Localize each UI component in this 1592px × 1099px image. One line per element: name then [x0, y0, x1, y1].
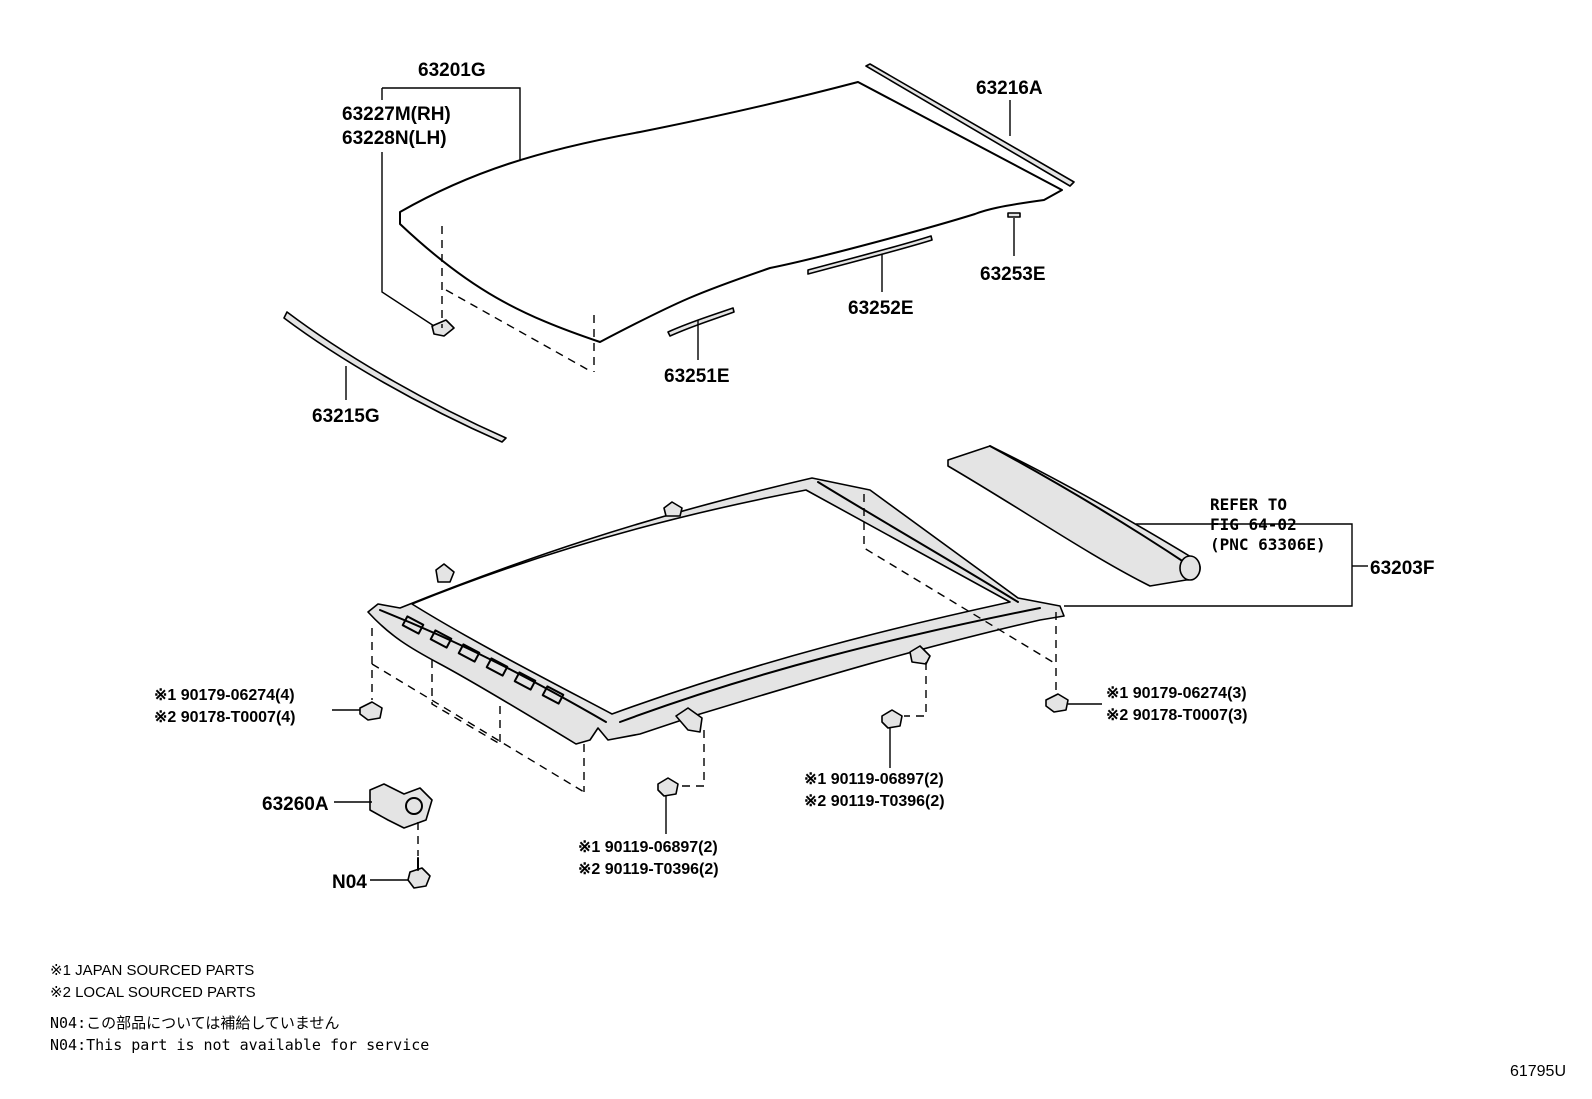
seal-clip [1007, 212, 1021, 218]
guide-dash [863, 494, 1057, 665]
label-63227M: 63227M(RH) [342, 104, 451, 125]
note-local-sourced: ※2 LOCAL SOURCED PARTS [50, 984, 256, 1001]
label-low-nut-2: ※2 90119-T0396(2) [578, 861, 719, 878]
label-low-nut-1: ※1 90119-06897(2) [578, 839, 718, 856]
label-refer-pnc: (PNC 63306E) [1210, 535, 1326, 554]
motor-gear [405, 797, 423, 815]
guide-dash [678, 730, 705, 787]
bolt-left [359, 701, 383, 721]
note-n04-japanese: N04:この部品については補給していません [50, 1014, 340, 1032]
label-N04: N04 [332, 872, 367, 893]
figure-code: 61795U [1509, 1063, 1566, 1080]
label-right-bolt-2: ※2 90178-T0007(3) [1106, 707, 1248, 724]
sunroof-motor [369, 783, 433, 829]
footnotes: ※1 JAPAN SOURCED PARTS ※2 LOCAL SOURCED … [50, 960, 429, 1056]
label-63228N: 63228N(LH) [342, 128, 447, 149]
guide-dash [904, 662, 927, 717]
frame-rear-rail [817, 481, 1019, 603]
label-63253E: 63253E [980, 264, 1046, 285]
leader-63227M [381, 152, 435, 327]
guide-dash [431, 660, 501, 745]
label-63216A: 63216A [976, 78, 1043, 99]
nut-low [657, 777, 679, 797]
label-refer-fig: FIG 64-02 [1210, 515, 1297, 534]
label-refer-to: REFER TO [1210, 495, 1287, 514]
frame-bracket [909, 645, 931, 665]
label-63203F: 63203F [1370, 558, 1434, 579]
sunshade-roller-end [1179, 555, 1201, 581]
label-mid-nut-1: ※1 90119-06897(2) [804, 771, 944, 788]
label-63260A: 63260A [262, 794, 329, 815]
glass-clip [431, 319, 455, 337]
bolt-right [1045, 693, 1069, 713]
nut-mid [881, 709, 903, 729]
frame-bracket [675, 707, 703, 733]
frame-slots [401, 615, 565, 705]
leader-63201G [382, 87, 521, 160]
sunroof-glass-panel [399, 81, 1063, 343]
sunshade-roller [947, 445, 1201, 587]
label-63201G: 63201G [418, 60, 486, 81]
front-weatherstrip [283, 311, 507, 443]
leader-63203F [1064, 523, 1353, 607]
frame-side-rail [619, 607, 1041, 723]
label-left-bolt-2: ※2 90178-T0007(4) [154, 709, 296, 726]
screw-n04 [407, 867, 431, 889]
label-left-bolt-1: ※1 90179-06274(4) [154, 687, 295, 704]
small-seal-strip [667, 307, 735, 337]
label-right-bolt-1: ※1 90179-06274(3) [1106, 685, 1247, 702]
rear-weatherstrip [865, 63, 1075, 187]
sunshade-roller-edge [989, 445, 1191, 567]
label-63252E: 63252E [848, 298, 914, 319]
side-seal-strip [807, 235, 933, 275]
note-japan-sourced: ※1 JAPAN SOURCED PARTS [50, 962, 255, 979]
frame-front-rail [379, 609, 607, 723]
frame-bracket [663, 501, 683, 517]
frame-bracket [435, 563, 455, 583]
label-mid-nut-2: ※2 90119-T0396(2) [804, 793, 945, 810]
note-n04-english: N04:This part is not available for servi… [50, 1036, 430, 1054]
label-63215G: 63215G [312, 406, 380, 427]
frame-opening [411, 489, 1011, 715]
label-63251E: 63251E [664, 366, 730, 387]
